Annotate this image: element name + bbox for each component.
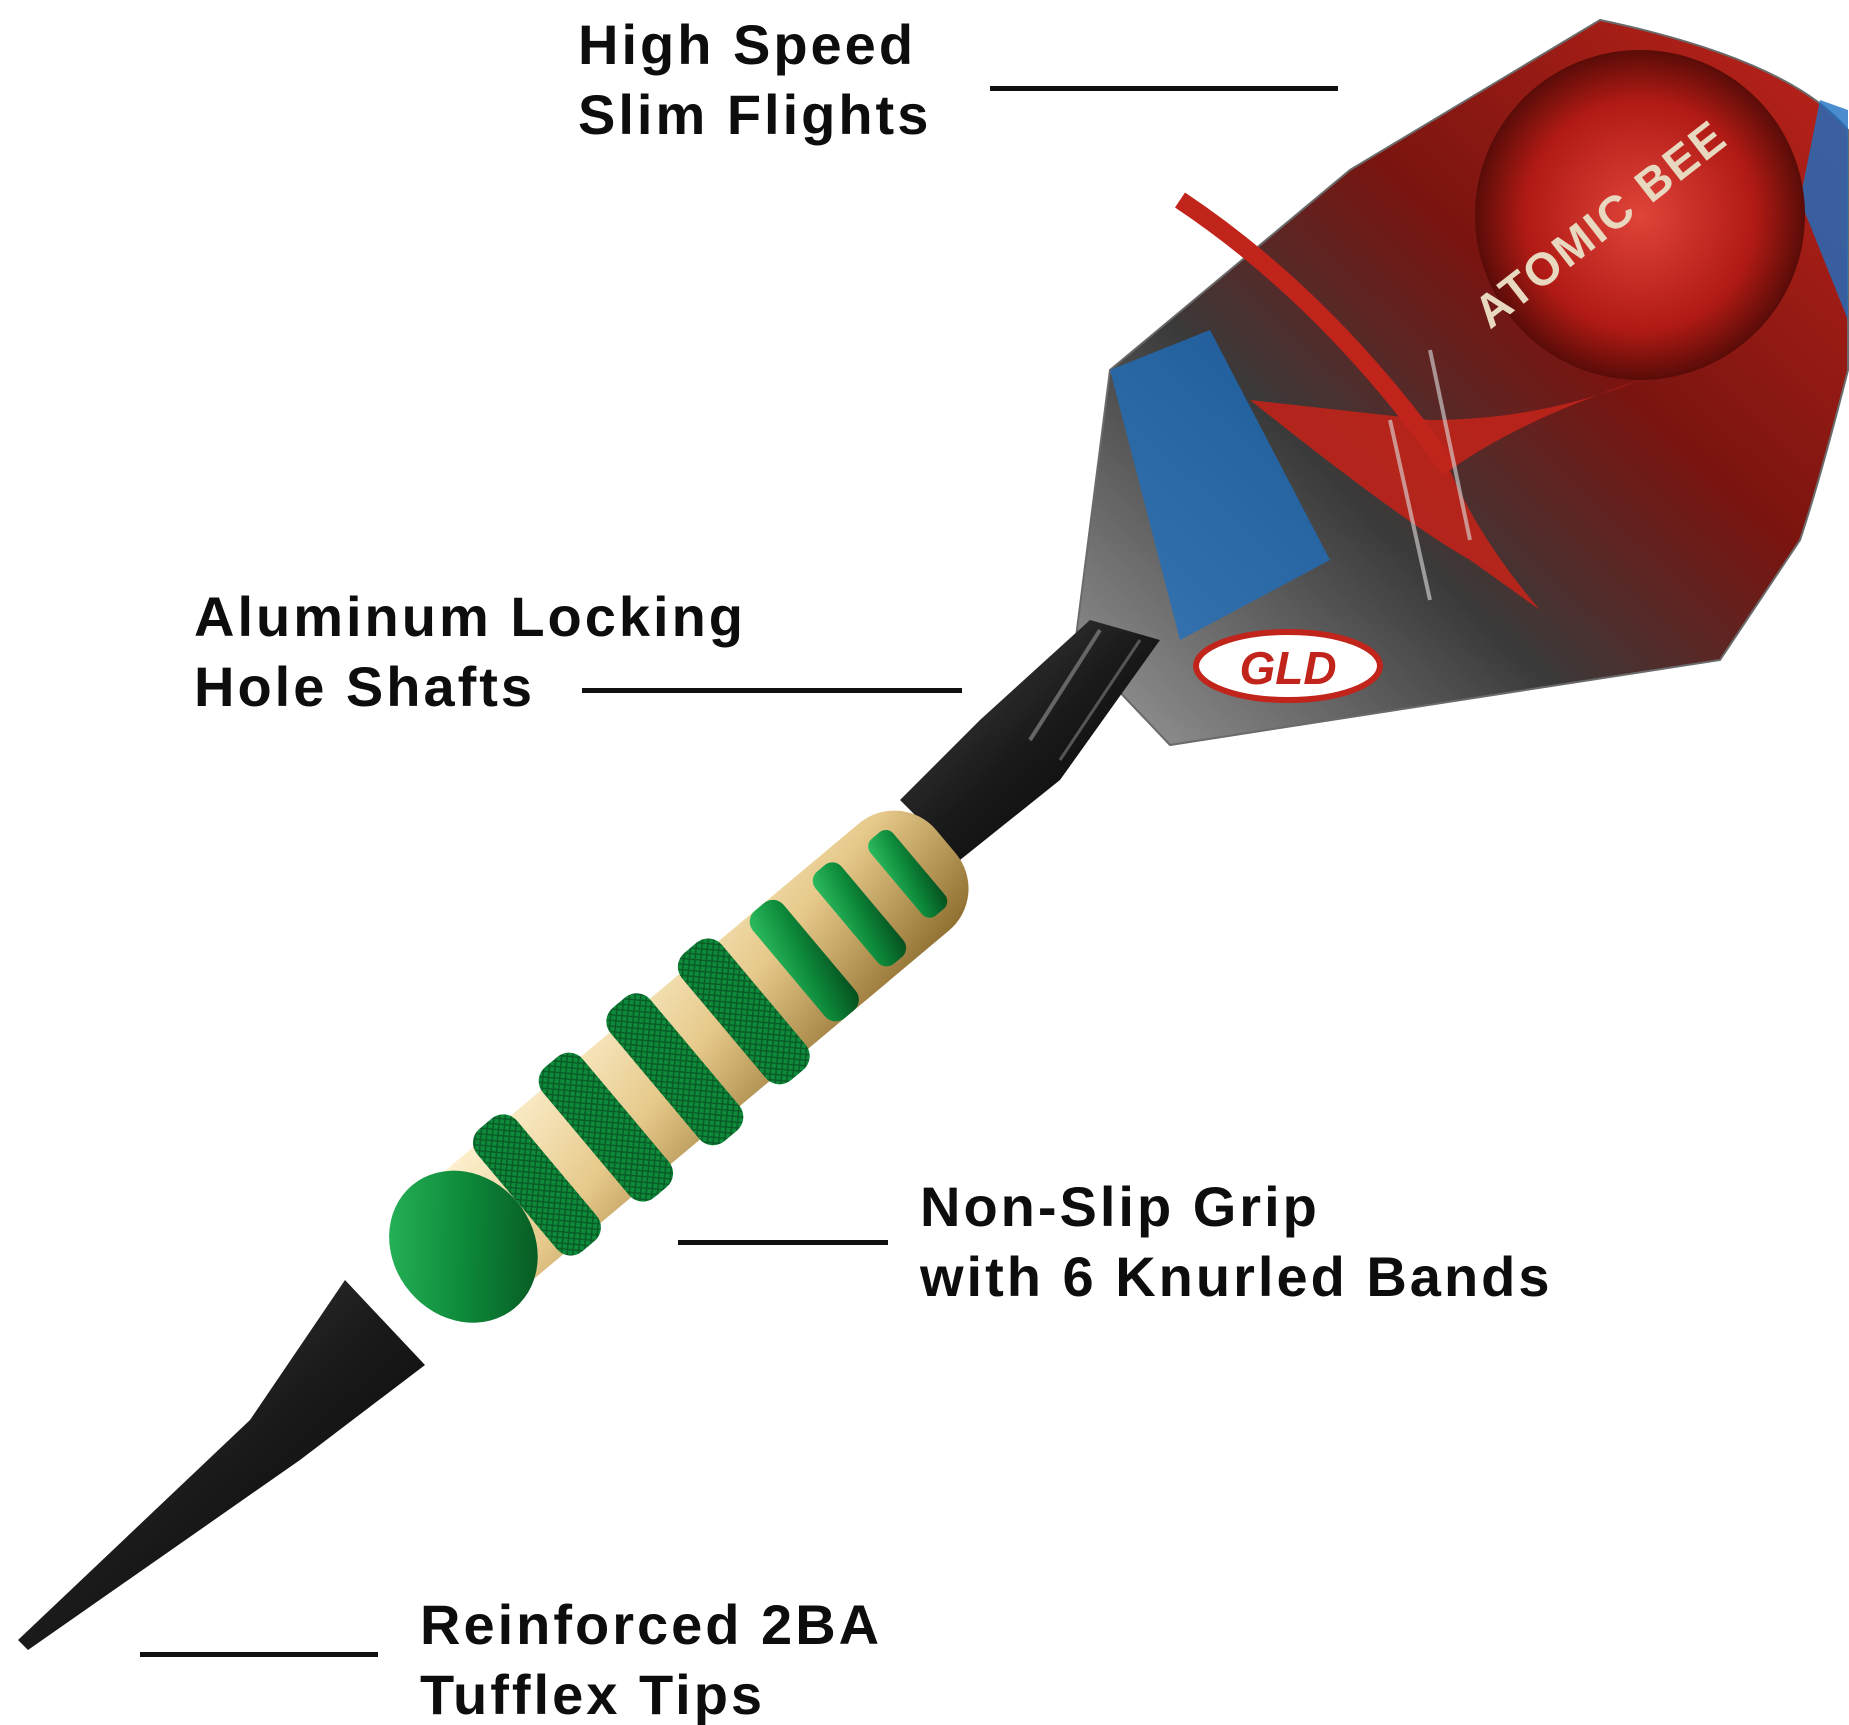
callout-shafts: Aluminum Locking Hole Shafts	[194, 582, 746, 722]
callout-shafts-line2: Hole Shafts	[194, 655, 536, 718]
flight: ATOMIC BEE GLD	[1073, 18, 1849, 747]
tip	[18, 1280, 425, 1650]
callout-tips-line2: Tufflex Tips	[420, 1663, 766, 1725]
callout-grip: Non-Slip Grip with 6 Knurled Bands	[920, 1172, 1553, 1312]
gld-logo-text: GLD	[1239, 642, 1336, 694]
leader-line-grip	[678, 1240, 888, 1245]
callout-grip-line2: with 6 Knurled Bands	[920, 1245, 1553, 1308]
leader-line-flights	[990, 86, 1338, 91]
leader-line-tips	[140, 1652, 378, 1657]
leader-line-shafts	[582, 688, 962, 693]
callout-flights-line1: High Speed	[578, 13, 917, 76]
callout-grip-line1: Non-Slip Grip	[920, 1175, 1320, 1238]
callout-tips-line1: Reinforced 2BA	[420, 1593, 883, 1656]
barrel	[389, 810, 969, 1323]
callout-shafts-line1: Aluminum Locking	[194, 585, 746, 648]
shaft	[900, 620, 1160, 860]
callout-tips: Reinforced 2BA Tufflex Tips	[420, 1590, 882, 1725]
gld-logo: GLD	[1193, 629, 1383, 703]
callout-flights: High Speed Slim Flights	[578, 10, 931, 150]
callout-flights-line2: Slim Flights	[578, 83, 932, 146]
